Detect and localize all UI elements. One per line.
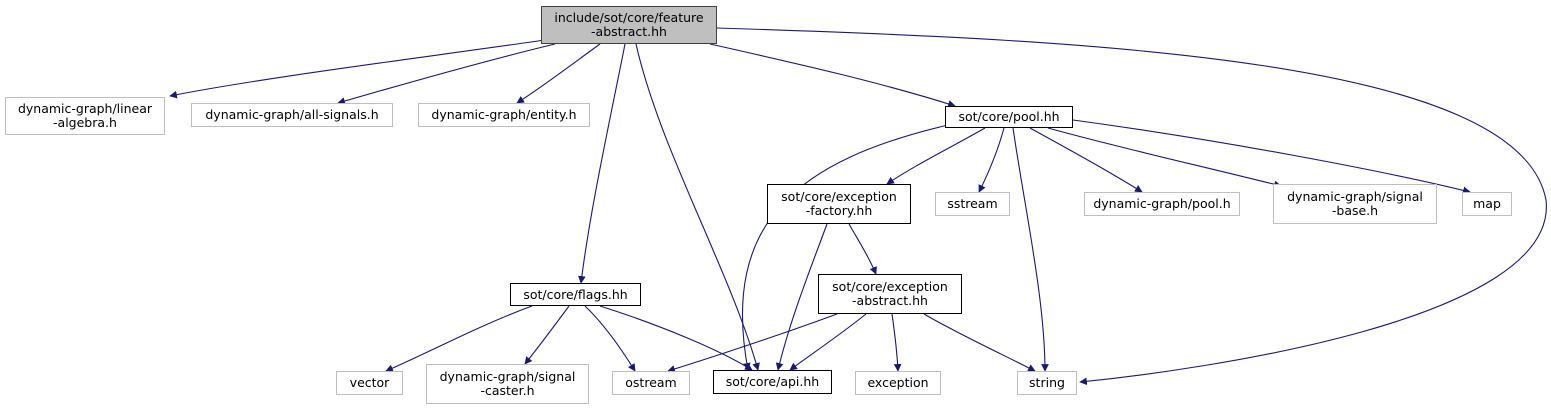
edge-root-to-pool_hh: [709, 43, 956, 108]
edge-root-to-string: [716, 27, 1547, 386]
edge-pool_hh-to-map: [1072, 119, 1471, 195]
edge-exception_abstract-to-api: [789, 313, 867, 371]
edge-flags-to-api: [599, 305, 753, 371]
node-exception-factory[interactable]: sot/core/exception -factory.hh: [767, 184, 911, 224]
node-signal-caster: dynamic-graph/signal -caster.h: [426, 364, 589, 404]
edge-exception_factory-to-exception_abstract: [848, 223, 877, 275]
edge-pool_hh-to-exception_factory: [886, 127, 986, 185]
node-string: string: [1017, 371, 1077, 395]
edge-root-to-api: [635, 43, 760, 371]
edge-pool_hh-to-dg_pool: [1029, 127, 1143, 193]
edge-pool_hh-to-signal_base: [1047, 127, 1282, 189]
edge-flags-to-signal_caster: [524, 305, 570, 365]
node-entity: dynamic-graph/entity.h: [418, 103, 590, 127]
edge-pool_hh-to-string: [1012, 127, 1049, 372]
node-dg-pool: dynamic-graph/pool.h: [1084, 192, 1240, 216]
edge-root-to-flags: [578, 43, 626, 284]
edge-exception_abstract-to-string: [923, 313, 1036, 372]
node-api[interactable]: sot/core/api.hh: [713, 370, 832, 394]
node-ostream: ostream: [612, 371, 690, 395]
node-map: map: [1462, 192, 1512, 216]
node-all-signals: dynamic-graph/all-signals.h: [191, 103, 393, 127]
edge-root-to-linear_algebra: [169, 39, 546, 99]
node-exception: exception: [855, 371, 941, 395]
edge-exception_factory-to-api: [775, 223, 828, 371]
node-exception-abstract[interactable]: sot/core/exception -abstract.hh: [818, 274, 962, 314]
edge-pool_hh-to-api: [741, 124, 949, 371]
node-pool-hh[interactable]: sot/core/pool.hh: [945, 106, 1073, 128]
edge-exception_abstract-to-exception: [891, 313, 902, 372]
node-linear-algebra: dynamic-graph/linear -algebra.h: [5, 97, 165, 135]
edge-pool_hh-to-sstream: [978, 127, 1005, 193]
node-vector: vector: [336, 371, 403, 395]
node-flags[interactable]: sot/core/flags.hh: [510, 283, 641, 306]
node-root[interactable]: include/sot/core/feature -abstract.hh: [541, 6, 717, 44]
edge-root-to-all_signals: [337, 43, 556, 105]
edge-exception_abstract-to-ostream: [667, 313, 838, 373]
node-sstream: sstream: [935, 192, 1010, 216]
edge-flags-to-vector: [385, 305, 533, 372]
edge-root-to-entity: [516, 43, 601, 104]
edge-flags-to-ostream: [584, 305, 636, 372]
node-signal-base: dynamic-graph/signal -base.h: [1273, 184, 1437, 224]
